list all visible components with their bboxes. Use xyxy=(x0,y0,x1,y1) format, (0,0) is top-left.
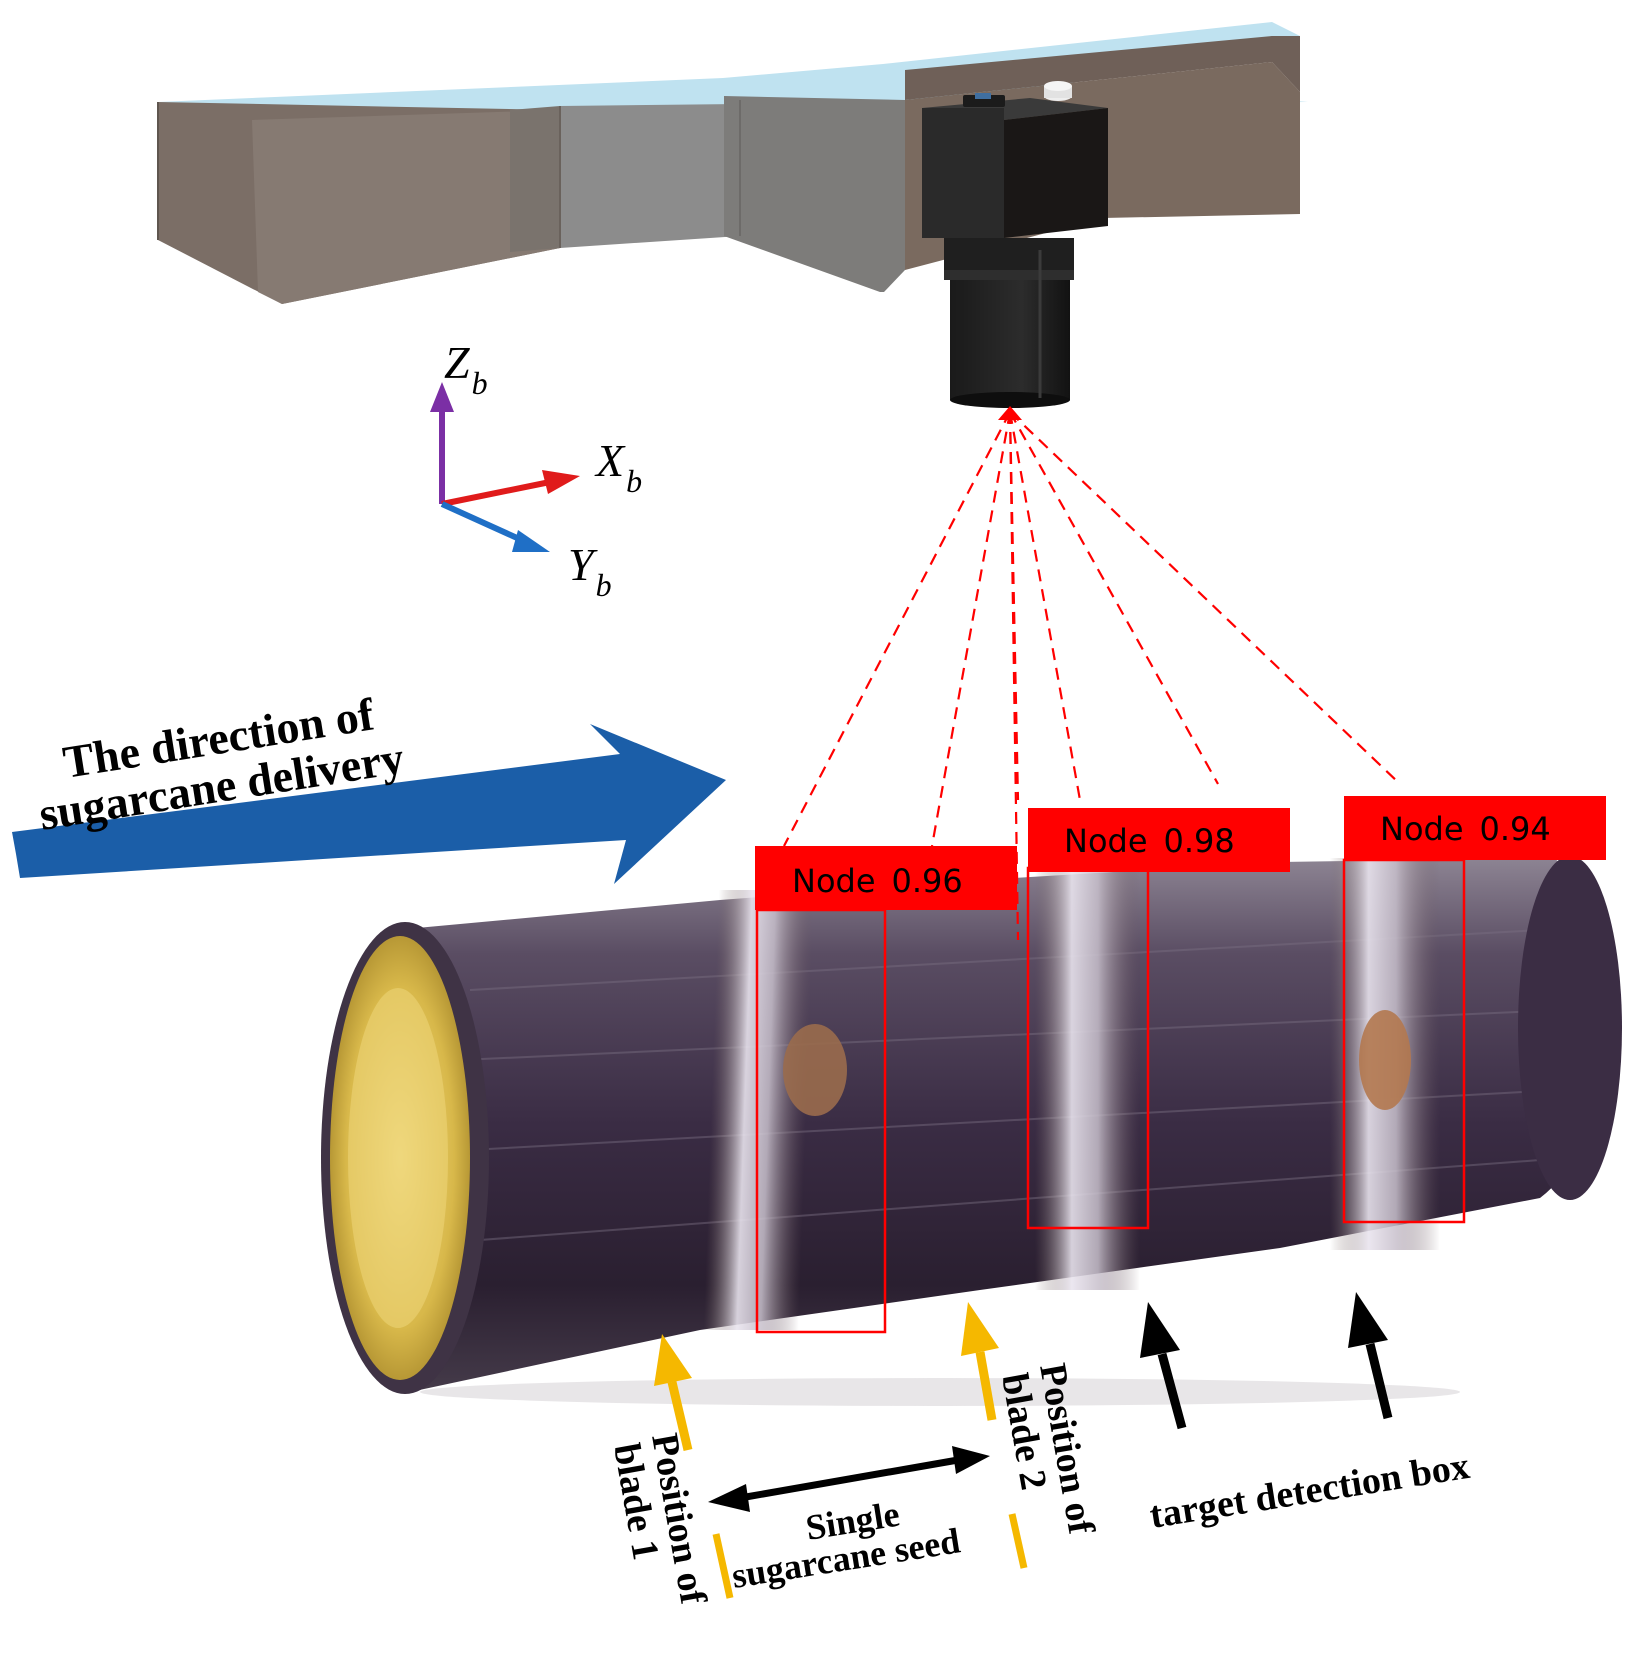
coordinate-frame: Zb Xb Yb xyxy=(430,337,642,603)
blade-1-marker xyxy=(654,1334,734,1599)
blade-1-label: Position of blade 1 xyxy=(605,1430,714,1608)
blade-2-marker xyxy=(961,1302,1028,1569)
camera-ray-lines xyxy=(783,411,1401,941)
seed-length-arrow xyxy=(708,1446,990,1512)
camera-icon xyxy=(922,81,1108,408)
z-arrowhead xyxy=(430,382,454,412)
sugarcane-stalk xyxy=(321,856,1622,1406)
y-arrowhead xyxy=(512,530,550,552)
y-axis-label: Yb xyxy=(568,539,612,603)
delivery-direction-arrow: The direction of sugarcane delivery xyxy=(12,688,726,884)
target-box-label: target detection box xyxy=(1147,1445,1473,1537)
z-axis-label: Zb xyxy=(444,337,488,401)
mounting-beam xyxy=(157,22,1308,304)
x-arrowhead xyxy=(542,470,580,494)
y-axis xyxy=(440,501,528,545)
camera-ray-arrowhead xyxy=(998,406,1022,420)
x-axis-label: Xb xyxy=(594,435,642,499)
target-box-arrows xyxy=(1140,1292,1393,1430)
x-axis xyxy=(441,479,551,507)
